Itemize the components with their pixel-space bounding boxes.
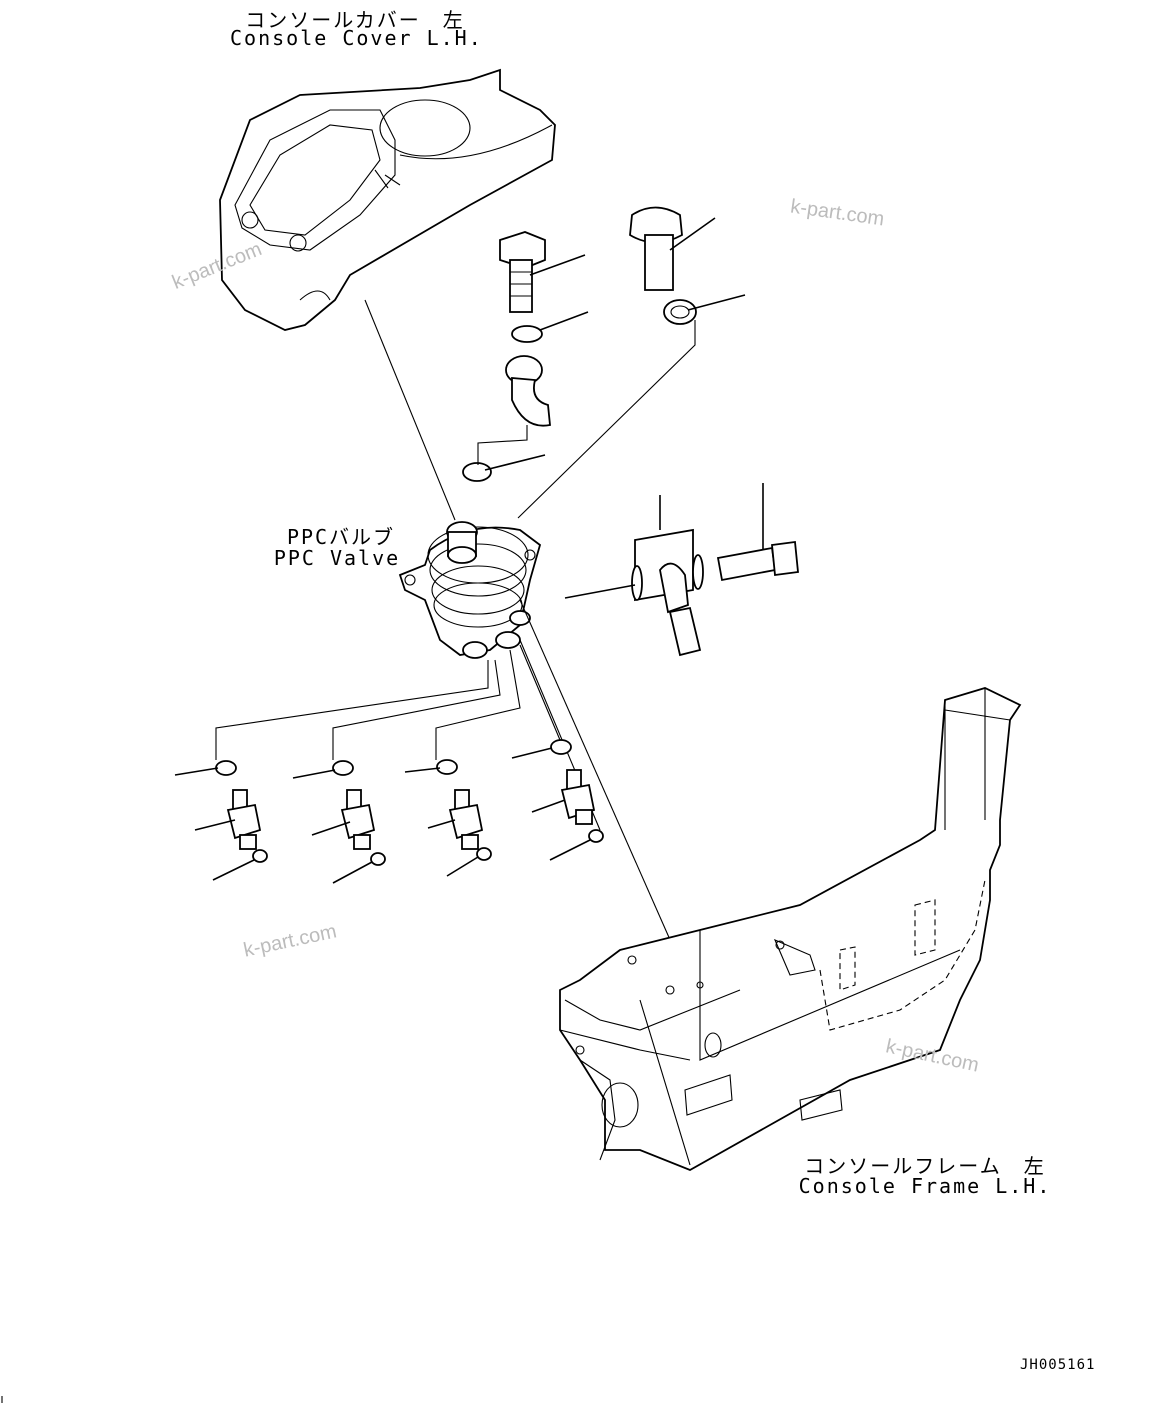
drawing-code: JH005161 bbox=[1020, 1357, 1096, 1373]
ppc-valve-label-jp: PPCバルブ bbox=[286, 525, 396, 549]
upper-hardware-drawing bbox=[364, 206, 746, 521]
ppc-valve-drawing bbox=[398, 521, 542, 659]
console-cover-label-jp: コンソールカバー 左 bbox=[245, 8, 465, 32]
console-frame-label-en: Console Frame L.H. bbox=[798, 1174, 1052, 1198]
console-frame-label-jp: コンソールフレーム 左 bbox=[804, 1154, 1046, 1178]
bracket-hardware-drawing bbox=[564, 483, 799, 657]
console-frame-drawing bbox=[559, 687, 1022, 1171]
ppc-valve-label-en: PPC Valve bbox=[273, 546, 401, 570]
console-cover-label-en: Console Cover L.H. bbox=[230, 26, 483, 50]
fittings-row-drawing bbox=[174, 739, 604, 884]
console-cover-drawing bbox=[219, 68, 556, 331]
valve-connector-lines bbox=[215, 599, 691, 986]
